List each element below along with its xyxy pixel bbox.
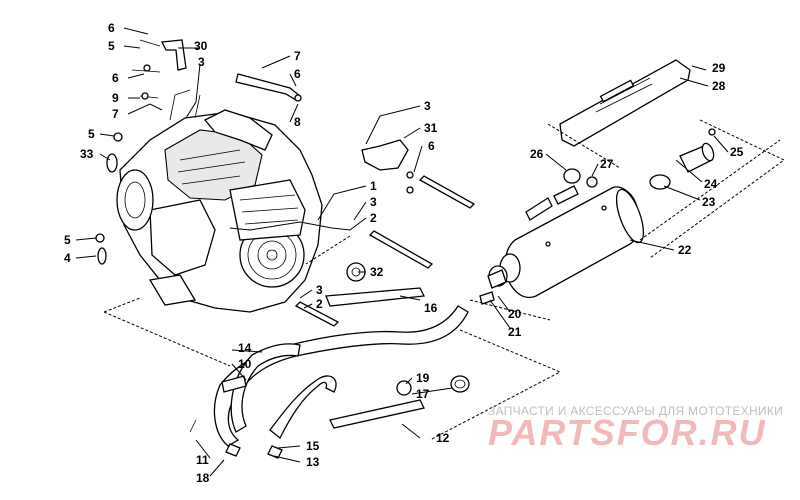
callout-18: 18 — [196, 471, 210, 485]
callout-28: 28 — [712, 79, 726, 93]
callout-7: 7 — [112, 107, 119, 121]
callout-3: 3 — [370, 195, 377, 209]
callout-24: 24 — [704, 177, 718, 191]
assembly-outline-lines — [103, 119, 785, 441]
callout-31: 31 — [424, 121, 438, 135]
callout-6: 6 — [112, 71, 119, 85]
callout-32: 32 — [370, 265, 384, 279]
muffler-assembly — [487, 185, 645, 298]
callout-4: 4 — [64, 251, 71, 265]
callout-5: 5 — [64, 233, 71, 247]
callout-21: 21 — [508, 325, 522, 339]
callout-14: 14 — [238, 341, 252, 355]
callout-11: 11 — [196, 453, 209, 467]
callout-27: 27 — [600, 157, 614, 171]
callout-25: 25 — [730, 145, 744, 159]
engine-mount-hardware — [95, 39, 302, 265]
callout-7: 7 — [294, 49, 301, 63]
leader-lines — [75, 27, 729, 477]
callout-1: 1 — [370, 179, 377, 193]
callout-10: 10 — [238, 357, 252, 371]
callout-2: 2 — [316, 297, 323, 311]
callout-6: 6 — [294, 67, 301, 81]
callout-8: 8 — [294, 115, 301, 129]
spark-arrestor-parts — [479, 128, 716, 305]
callout-30: 30 — [194, 39, 208, 53]
exhaust-header-pipes — [189, 287, 470, 459]
callout-19: 19 — [416, 371, 430, 385]
callout-23: 23 — [702, 195, 716, 209]
callout-3: 3 — [198, 55, 205, 69]
mount-bracket — [294, 139, 476, 327]
watermark-tagline: ЗАПЧАСТИ И АКСЕССУАРЫ ДЛЯ МОТОТЕХНИКИ — [488, 404, 784, 418]
callout-3: 3 — [424, 99, 431, 113]
engine-assembly — [116, 89, 323, 313]
callout-20: 20 — [508, 307, 522, 321]
callout-3: 3 — [316, 283, 323, 297]
callout-12: 12 — [436, 431, 450, 445]
callout-26: 26 — [530, 147, 544, 161]
watermark-logo: PARTSFOR.RU — [488, 412, 767, 453]
callout-33: 33 — [80, 147, 94, 161]
callout-numbers: 6 5 6 9 7 30 3 7 6 8 5 33 5 4 3 31 6 1 3… — [64, 21, 744, 485]
callout-17: 17 — [416, 387, 430, 401]
callout-13: 13 — [306, 455, 320, 469]
callout-5: 5 — [108, 39, 115, 53]
callout-15: 15 — [306, 439, 320, 453]
callout-5: 5 — [88, 127, 95, 141]
callout-29: 29 — [712, 61, 726, 75]
callout-16: 16 — [424, 301, 438, 315]
heat-shield — [559, 59, 691, 147]
callout-6: 6 — [108, 21, 115, 35]
callout-2: 2 — [370, 211, 377, 225]
callout-22: 22 — [678, 243, 692, 257]
callout-9: 9 — [112, 91, 119, 105]
callout-6: 6 — [428, 139, 435, 153]
